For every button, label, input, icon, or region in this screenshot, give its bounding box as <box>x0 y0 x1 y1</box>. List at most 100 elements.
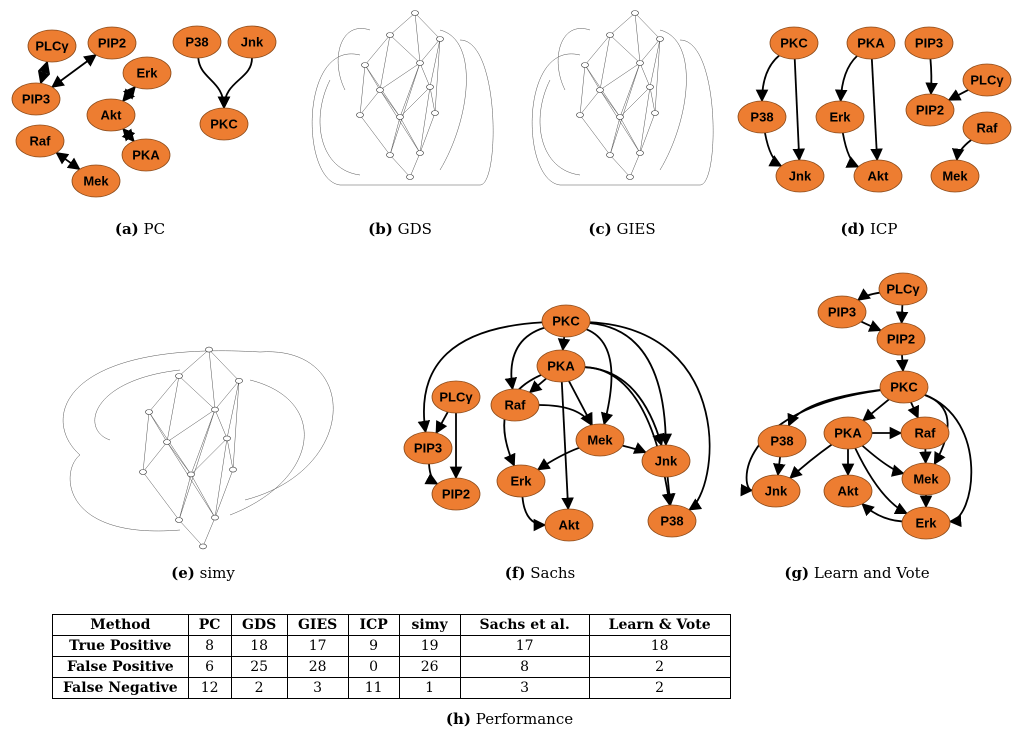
node-label: PKA <box>857 36 885 51</box>
gds-node <box>416 150 424 156</box>
gies-edge <box>649 38 661 88</box>
table-cell: 2 <box>588 656 731 678</box>
node-label: PLCγ <box>970 73 1004 88</box>
simy-edge <box>244 351 334 501</box>
simy-edge <box>202 517 216 547</box>
node-label: PKA <box>132 148 160 163</box>
simy-edge <box>166 441 216 518</box>
node-label: PIP2 <box>442 487 470 502</box>
table-cell: 9 <box>347 635 400 657</box>
sachs-edge-pkc-raf <box>504 326 545 391</box>
pc-node-erk: Erk <box>122 56 172 90</box>
node-label: Erk <box>830 110 852 125</box>
gds-edge <box>389 12 416 36</box>
gies-edge <box>649 86 656 114</box>
simy-node <box>211 406 219 413</box>
icp-edge-pkc-jnk <box>792 58 806 162</box>
simy-graph <box>62 346 334 550</box>
node-label: Mek <box>587 433 613 448</box>
pc-edge-raf-mek <box>55 151 81 171</box>
gds-edge <box>419 86 431 154</box>
gies-edge <box>629 152 641 178</box>
simy-edge <box>214 409 228 439</box>
table-cell: 6 <box>187 656 232 678</box>
simy-edge <box>166 441 192 475</box>
sachs-edge-pkc-jnk <box>589 322 673 447</box>
lv-edge-plcg-pip2 <box>895 304 909 325</box>
icp-edge-pka-erk <box>834 55 858 103</box>
node-label: Akt <box>101 108 123 123</box>
table-cell: 12 <box>187 677 232 699</box>
caption-letter: (a) <box>115 220 139 238</box>
pc-node-akt: Akt <box>86 98 136 132</box>
lv-node-pka: PKA <box>823 416 873 450</box>
simy-edge <box>190 474 216 518</box>
simy-edge <box>214 438 228 518</box>
icp-node-p38: P38 <box>737 100 787 134</box>
simy-edge <box>166 409 216 443</box>
lv-edge-pip3-pip2 <box>860 320 882 332</box>
node-label: P38 <box>660 514 683 529</box>
table-cell: 25 <box>230 656 288 678</box>
sachs-edge-pkc-mek <box>586 328 614 426</box>
gies-edge <box>579 89 601 116</box>
icp-node-plcg: PLCγ <box>962 63 1012 97</box>
table-cell: 18 <box>230 635 288 657</box>
gies-edge <box>599 89 621 118</box>
caption-name: Performance <box>475 710 574 728</box>
node-label: Akt <box>559 518 581 533</box>
simy-edge <box>62 350 261 532</box>
sachs-edge-mek-erk <box>536 447 580 471</box>
gies-edge <box>609 34 641 64</box>
icp-edge-erk-akt <box>841 132 860 168</box>
gds-edge <box>379 89 421 154</box>
caption-lv: (g) Learn and Vote <box>784 564 929 582</box>
gies-edge <box>639 38 661 64</box>
node-label: PKC <box>780 36 808 51</box>
pc-node-pkc: PKC <box>199 107 249 141</box>
simy-edge <box>142 441 168 473</box>
gies-node <box>656 36 664 42</box>
caption-letter: (c) <box>588 220 611 238</box>
table-cell: 17 <box>459 635 590 657</box>
simy-edge <box>229 379 305 516</box>
caption-letter: (e) <box>171 564 195 582</box>
gies-edge <box>609 116 621 156</box>
col-header: Method <box>52 614 189 636</box>
gds-edge <box>337 28 371 91</box>
gds-node <box>436 36 444 42</box>
simy-node <box>139 469 147 475</box>
gds-node <box>376 87 384 93</box>
gds-edge <box>414 12 422 64</box>
gds-edge <box>419 112 436 154</box>
gds-node <box>361 62 369 68</box>
simy-edge <box>231 380 240 470</box>
gies-node <box>606 152 614 158</box>
node-label: PKC <box>890 380 918 395</box>
node-label: P38 <box>185 35 208 50</box>
node-label: PLCγ <box>439 390 473 405</box>
sachs-edge-pka-akt <box>560 381 574 511</box>
table-cell: 0 <box>347 656 400 678</box>
sachs-node-p38: P38 <box>647 504 697 538</box>
sachs-node-mek: Mek <box>575 423 625 457</box>
node-label: Erk <box>511 474 533 489</box>
node-label: Raf <box>505 398 527 413</box>
gies-edge <box>609 12 636 36</box>
table-row: True Positive 8 18 17 9 19 17 18 <box>52 635 731 657</box>
lv-edge-pkc-jnk <box>740 389 881 497</box>
icp-node-pka: PKA <box>846 26 896 60</box>
simy-node <box>163 439 171 445</box>
lv-node-pip2: PIP2 <box>876 322 926 356</box>
simy-edge <box>178 519 204 547</box>
gds-edge <box>364 64 381 91</box>
sachs-edge-mek-jnk <box>622 442 647 454</box>
icp-edge-raf-mek <box>951 139 972 162</box>
simy-edge <box>166 375 180 443</box>
lv-edge-erk-akt <box>861 503 903 523</box>
sachs-edge-pkc-pip3 <box>417 321 543 434</box>
gds-graph <box>311 10 494 186</box>
